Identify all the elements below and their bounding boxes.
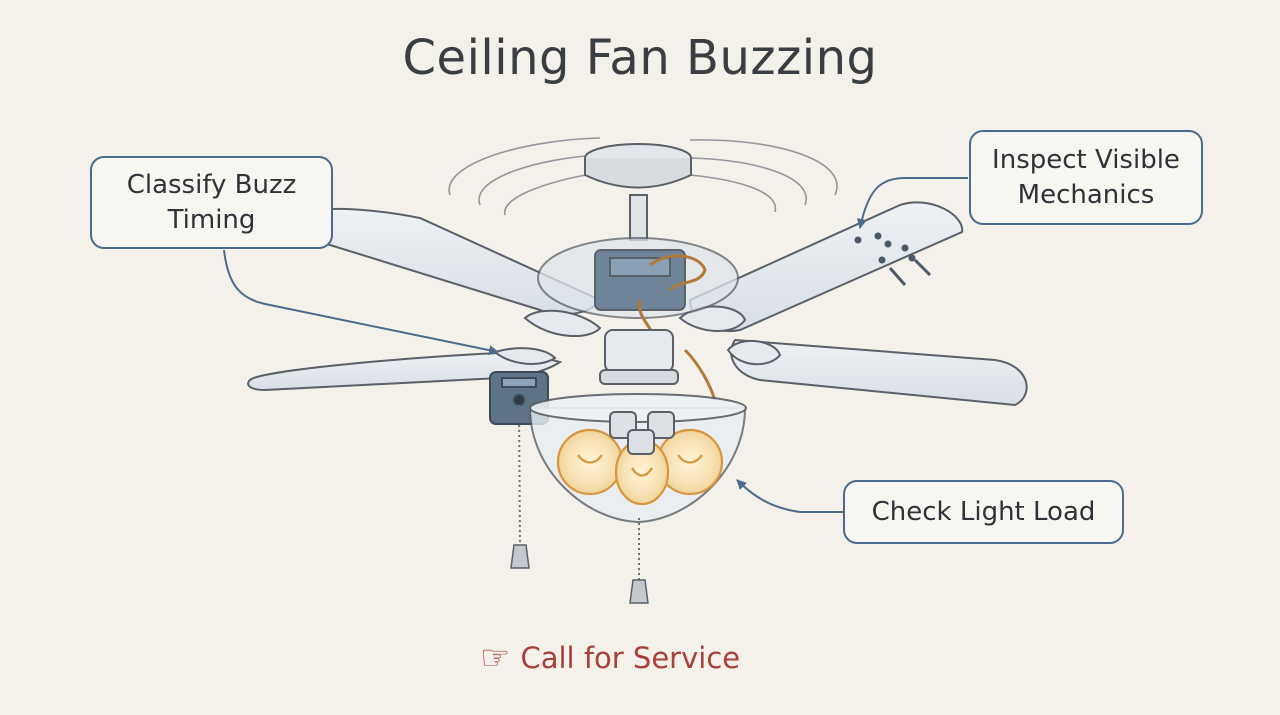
connector-inspect	[856, 177, 968, 229]
callout-inspect-visible-mechanics: Inspect Visible Mechanics	[969, 130, 1203, 225]
call-for-service-action[interactable]: ☞ Call for Service	[480, 636, 740, 680]
connector-classify	[223, 249, 499, 356]
callout-connectors	[223, 177, 968, 513]
blade-screws	[854, 232, 932, 286]
bulb-sockets	[609, 411, 675, 455]
pull-chains	[518, 404, 640, 580]
call-for-service-label: Call for Service	[520, 641, 741, 675]
fan-canopy	[584, 143, 692, 241]
pointing-hand-icon: ☞	[480, 638, 511, 678]
page-title: Ceiling Fan Buzzing	[402, 30, 878, 86]
connector-light	[736, 479, 843, 513]
pull-chain-fobs	[510, 544, 649, 604]
light-bulbs	[556, 428, 724, 506]
blade-irons	[492, 305, 782, 366]
callout-classify-buzz-timing: Classify Buzz Timing	[90, 156, 333, 249]
motion-lines	[448, 137, 838, 216]
callout-check-light-load: Check Light Load	[843, 480, 1124, 544]
motor-housing	[537, 237, 739, 401]
